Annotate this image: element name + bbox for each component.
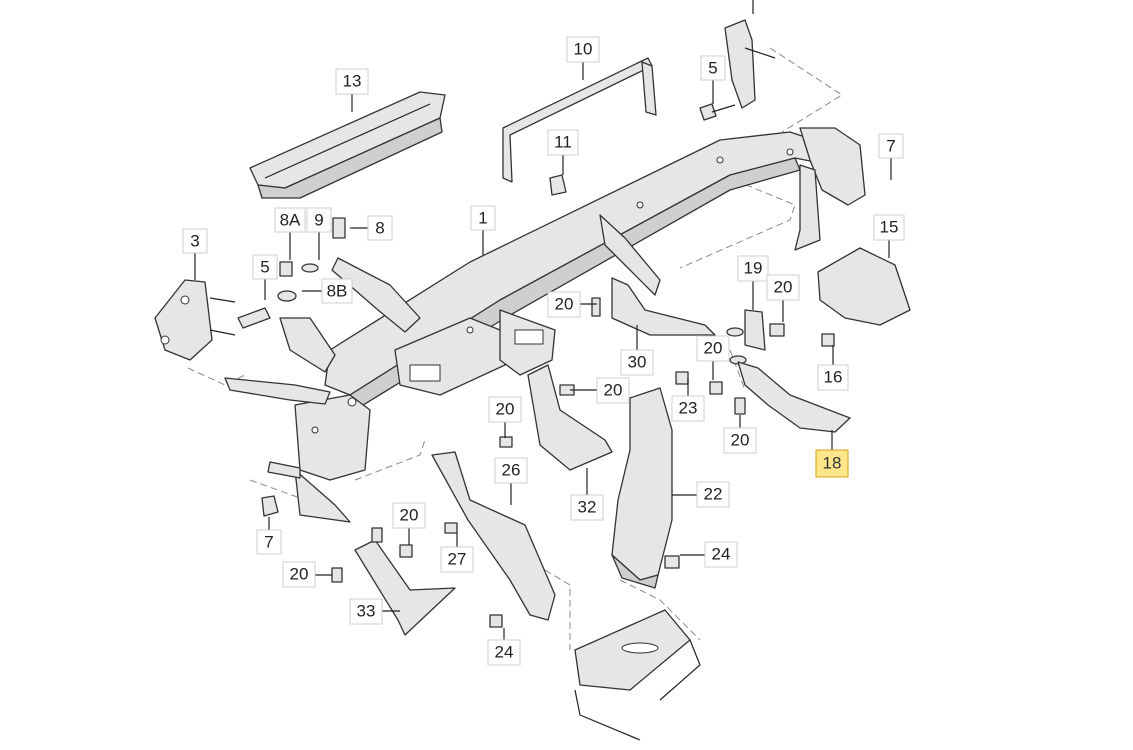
duct-tray — [249, 91, 446, 199]
callout-20-h: 20 — [282, 561, 316, 588]
callout-11-text: 11 — [554, 133, 572, 152]
callout-11: 11 — [547, 129, 579, 156]
callout-33: 33 — [349, 598, 383, 625]
callout-8: 8 — [367, 215, 393, 241]
callout-19-text: 19 — [744, 259, 763, 278]
callout-30-text: 30 — [628, 353, 647, 372]
callout-labels: 1 3 5 5 7 7 8 8A 8B 9 10 11 13 15 16 18 … — [182, 36, 905, 666]
callout-26-text: 26 — [502, 461, 521, 480]
callout-20-a: 20 — [547, 291, 581, 318]
callout-27-text: 27 — [448, 550, 467, 569]
side-brace-26 — [431, 436, 556, 628]
callout-9: 9 — [306, 207, 332, 233]
mount-bracket-left — [154, 279, 271, 361]
lower-support-33 — [331, 527, 456, 636]
callout-27: 27 — [440, 546, 474, 573]
callout-13: 13 — [335, 68, 369, 95]
retaining-clip — [549, 174, 567, 196]
callout-10: 10 — [566, 36, 600, 63]
leader-lines — [194, 0, 892, 640]
callout-8b: 8B — [321, 278, 353, 304]
mount-bracket-top-right — [699, 19, 776, 121]
callout-8a: 8A — [274, 207, 306, 233]
tunnel-cutaway — [574, 609, 701, 741]
callout-8-text: 8 — [375, 219, 384, 238]
callout-5-left: 5 — [252, 254, 278, 280]
callout-15: 15 — [873, 214, 905, 241]
callout-24-bottom: 24 — [487, 639, 521, 666]
callout-7-left-text: 7 — [264, 533, 273, 552]
callout-23-text: 23 — [679, 399, 698, 418]
callout-8a-text: 8A — [280, 211, 301, 230]
callout-20-c: 20 — [596, 377, 630, 404]
callout-32-text: 32 — [578, 498, 597, 517]
callout-1: 1 — [470, 205, 496, 231]
bracket-30 — [591, 277, 716, 336]
vertical-brace — [611, 371, 746, 589]
callout-20-b-text: 20 — [774, 278, 793, 297]
callout-5-top-text: 5 — [708, 59, 717, 78]
callout-24-bottom-text: 24 — [495, 643, 514, 662]
callout-22-text: 22 — [704, 485, 723, 504]
callout-22: 22 — [696, 481, 730, 508]
callout-7-right-text: 7 — [886, 137, 895, 156]
callout-8b-text: 8B — [327, 282, 348, 301]
fastener-cluster-left — [261, 217, 346, 517]
callout-3: 3 — [182, 228, 208, 254]
callout-20-d-text: 20 — [704, 339, 723, 358]
callout-7-left: 7 — [256, 529, 282, 555]
callout-3-text: 3 — [190, 232, 199, 251]
callout-18: 18 — [815, 449, 849, 478]
bracket-18 — [737, 361, 851, 433]
callout-16: 16 — [817, 364, 849, 391]
support-32 — [527, 364, 613, 471]
callout-10-text: 10 — [574, 40, 593, 59]
callout-20-d: 20 — [696, 335, 730, 362]
callout-20-f: 20 — [723, 427, 757, 454]
callout-20-a-text: 20 — [555, 295, 574, 314]
cross-car-beam — [224, 127, 866, 523]
callout-1-text: 1 — [478, 209, 487, 228]
callout-20-c-text: 20 — [604, 381, 623, 400]
upper-bracket — [502, 57, 657, 183]
callout-20-g-text: 20 — [400, 506, 419, 525]
callout-24-right-text: 24 — [712, 545, 731, 564]
callout-9-text: 9 — [314, 211, 323, 230]
dashed-guide-lines — [187, 47, 843, 650]
callout-13-text: 13 — [343, 72, 362, 91]
callout-20-b: 20 — [766, 274, 800, 301]
callout-20-e-text: 20 — [496, 400, 515, 419]
callout-20-f-text: 20 — [731, 431, 750, 450]
callout-18-text: 18 — [823, 454, 842, 473]
callout-32: 32 — [570, 494, 604, 521]
callout-15-text: 15 — [880, 218, 899, 237]
callout-24-right: 24 — [704, 541, 738, 568]
bracket-19 — [726, 309, 785, 365]
callout-16-text: 16 — [824, 368, 843, 387]
callout-33-text: 33 — [357, 602, 376, 621]
callout-7-right: 7 — [878, 133, 904, 159]
callout-23: 23 — [671, 395, 705, 422]
callout-19: 19 — [737, 255, 769, 282]
callout-20-e: 20 — [488, 396, 522, 423]
callout-5-left-text: 5 — [260, 258, 269, 277]
callout-20-h-text: 20 — [290, 565, 309, 584]
callout-5-top: 5 — [700, 55, 726, 81]
end-cover — [817, 247, 911, 347]
callout-30: 30 — [620, 349, 654, 376]
callout-26: 26 — [494, 457, 528, 484]
callout-20-g: 20 — [392, 502, 426, 529]
